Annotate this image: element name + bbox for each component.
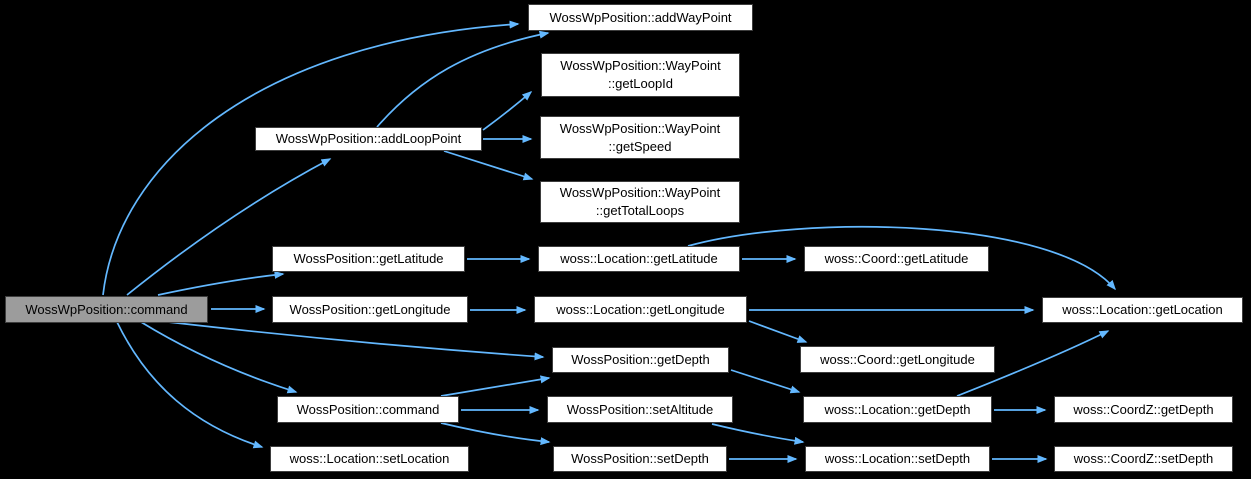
node-label: WossWpPosition::addWayPoint (549, 9, 732, 25)
edge-locgetdepth-getlocation (956, 330, 1110, 397)
node-wossposition-setaltitude[interactable]: WossPosition::setAltitude (547, 396, 733, 423)
node-woss-location-setdepth[interactable]: woss::Location::setDepth (805, 446, 990, 472)
edge-command-addlooppoint (126, 158, 332, 296)
node-label: woss::Location::getLongitude (556, 301, 725, 317)
node-wosswpposition-addlooppoint[interactable]: WossWpPosition::addLoopPoint (255, 127, 482, 151)
node-woss-location-getlatitude[interactable]: woss::Location::getLatitude (538, 246, 740, 272)
edge-locgetlon-coordgetlon (748, 320, 808, 343)
node-woss-coord-getlatitude[interactable]: woss::Coord::getLatitude (804, 246, 989, 272)
node-label: WossPosition::command (296, 401, 440, 417)
node-label: WossWpPosition::WayPoint ::getLoopId (560, 58, 721, 91)
edge-setaltitude-locsetdepth (711, 423, 805, 445)
node-label: WossPosition::setAltitude (566, 401, 714, 417)
node-wossposition-getlatitude[interactable]: WossPosition::getLatitude (272, 246, 465, 272)
node-woss-coordz-getdepth[interactable]: woss::CoordZ::getDepth (1054, 396, 1233, 423)
node-label: WossWpPosition::command (25, 301, 188, 317)
edge-locgetlat-getlocation (687, 226, 1116, 291)
node-woss-location-getlongitude[interactable]: woss::Location::getLongitude (534, 296, 747, 323)
node-label: woss::Location::getLocation (1062, 302, 1223, 317)
node-label: WossWpPosition::WayPoint ::getSpeed (559, 120, 721, 154)
node-label: woss::Coord::getLatitude (824, 251, 969, 266)
node-wossposition-setdepth[interactable]: WossPosition::setDepth (553, 446, 727, 472)
edge-poscommand-setdepth (440, 422, 551, 446)
node-label: WossWpPosition::WayPoint ::getTotalLoops (559, 185, 721, 218)
edge-addlooppoint-getloopid (482, 91, 533, 131)
node-waypoint-gettotalloops[interactable]: WossWpPosition::WayPoint ::getTotalLoops (540, 181, 740, 223)
node-wosswpposition-command[interactable]: WossWpPosition::command (5, 296, 208, 323)
node-woss-location-getlocation[interactable]: woss::Location::getLocation (1042, 297, 1243, 323)
node-label: woss::Location::setDepth (824, 451, 971, 466)
edge-command-getlatitude (157, 270, 285, 296)
node-label: woss::Location::getLatitude (560, 251, 718, 266)
edge-command-poscommand (140, 321, 298, 394)
node-label: woss::Coord::getLongitude (820, 351, 975, 367)
node-label: WossPosition::getLatitude (293, 251, 444, 266)
node-label: woss::Location::setLocation (289, 451, 450, 466)
node-wossposition-getdepth[interactable]: WossPosition::getDepth (552, 347, 729, 373)
node-wosswpposition-addwaypoint[interactable]: WossWpPosition::addWayPoint (528, 4, 753, 31)
node-woss-location-getdepth[interactable]: woss::Location::getDepth (803, 396, 992, 423)
edge-posgetdepth-locgetdepth (730, 369, 801, 394)
node-wossposition-command[interactable]: WossPosition::command (277, 396, 459, 423)
node-waypoint-getspeed[interactable]: WossWpPosition::WayPoint ::getSpeed (540, 116, 740, 159)
node-wossposition-getlongitude[interactable]: WossPosition::getLongitude (272, 296, 468, 323)
node-label: WossPosition::getDepth (571, 352, 710, 367)
node-waypoint-getloopid[interactable]: WossWpPosition::WayPoint ::getLoopId (541, 53, 740, 97)
node-woss-coord-getlongitude[interactable]: woss::Coord::getLongitude (800, 346, 995, 373)
node-label: woss::CoordZ::setDepth (1073, 451, 1214, 466)
edge-addlooppoint-addwaypoint (376, 30, 550, 128)
node-label: woss::Location::getDepth (824, 401, 971, 417)
edge-poscommand-getdepth (440, 375, 551, 397)
edge-addlooppoint-gettotalloops (443, 150, 534, 181)
edge-command-addwaypoint (102, 20, 520, 296)
edge-command-setlocation (116, 321, 264, 449)
node-label: WossPosition::getLongitude (289, 301, 451, 317)
node-woss-coordz-setdepth[interactable]: woss::CoordZ::setDepth (1054, 446, 1233, 472)
node-label: WossPosition::setDepth (571, 451, 709, 466)
node-woss-location-setlocation[interactable]: woss::Location::setLocation (270, 446, 469, 472)
node-label: WossWpPosition::addLoopPoint (275, 131, 462, 146)
node-label: woss::CoordZ::getDepth (1073, 401, 1214, 417)
edge-command-getdepth (167, 321, 545, 361)
